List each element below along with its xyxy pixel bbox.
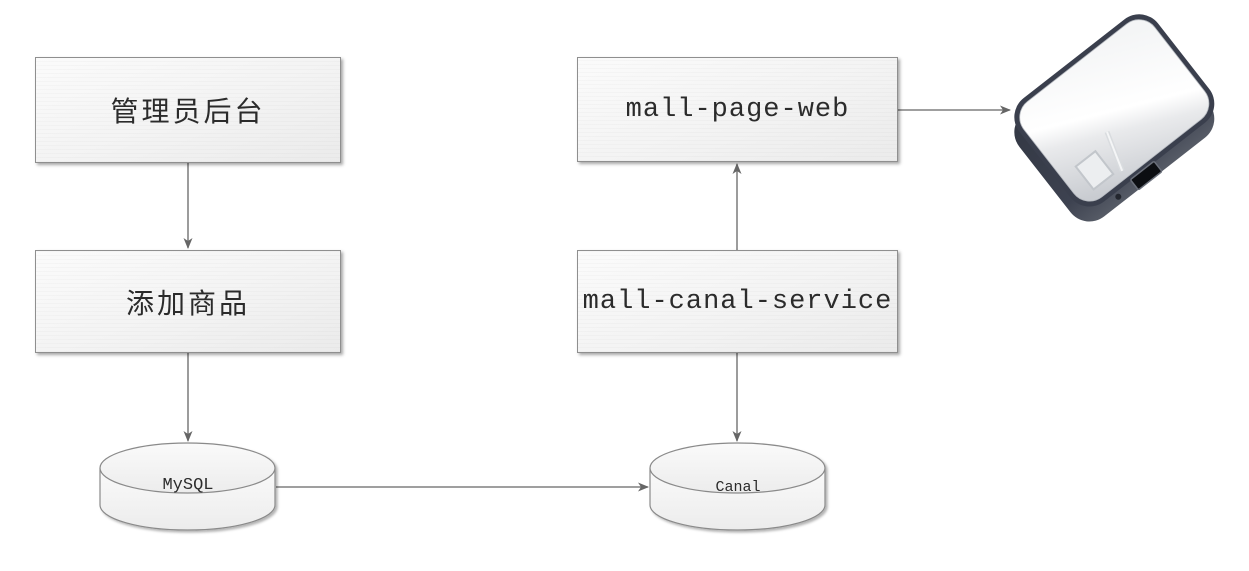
node-add-product-label: 添加商品: [125, 286, 250, 320]
drive-logo-stripe: [1104, 131, 1125, 172]
drive-usb-port: [1130, 161, 1163, 191]
external-hard-drive-icon: [1014, 14, 1215, 222]
drive-led: [1115, 193, 1122, 200]
drive-logo-square: [1074, 149, 1115, 191]
cylinder-mysql-label: MySQL: [162, 475, 214, 495]
node-add-product: 添加商品: [35, 250, 341, 353]
node-mall-page-web: mall-page-web: [577, 57, 898, 162]
node-mall-page-web-label: mall-page-web: [625, 94, 850, 125]
node-mall-canal-service: mall-canal-service: [577, 250, 898, 353]
node-admin-backend-label: 管理员后台: [110, 95, 266, 128]
cylinder-canal-label: Canal: [715, 478, 761, 496]
node-mall-canal-service-label: mall-canal-service: [582, 286, 893, 317]
node-admin-backend: 管理员后台: [35, 57, 341, 163]
